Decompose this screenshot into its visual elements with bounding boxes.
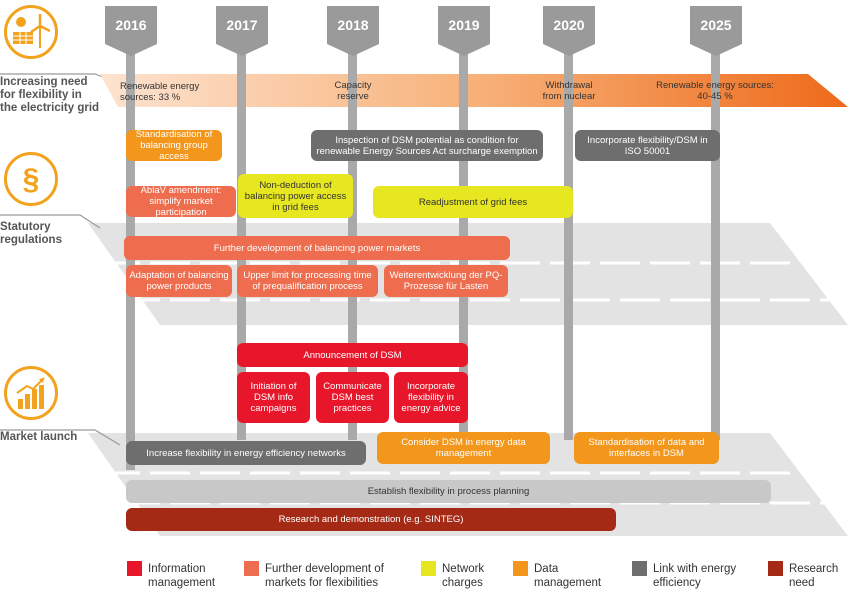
section-market-label: Market launch	[0, 431, 78, 443]
box-ablav: AblaV amendment: simplify market partici…	[126, 185, 236, 218]
box-initiation-dsm: Initiation of DSM info campaigns	[237, 372, 310, 423]
legend-label-research: Research need	[789, 563, 839, 589]
box-inspection-dsm: Inspection of DSM potential as condition…	[311, 130, 543, 161]
box-upper-limit: Upper limit for processing time of prequ…	[237, 265, 378, 297]
arrow-label-capacity-reserve: Capacity reserve	[334, 80, 372, 102]
year-2025-tip	[690, 44, 742, 56]
legend-swatch-data	[513, 561, 528, 576]
box-standardisation-data: Standardisation of data and interfaces i…	[574, 432, 719, 464]
box-further-dev-balancing: Further development of balancing power m…	[124, 236, 510, 260]
arrow-label-renewable-2016: Renewable energy sources: 33 %	[120, 81, 200, 103]
section-statutory-label: Statutory regulations	[0, 221, 62, 246]
legend-swatch-network	[421, 561, 436, 576]
box-weiterentwicklung: Weiterentwicklung der PQ-Prozesse für La…	[384, 265, 508, 297]
legend-swatch-research	[768, 561, 783, 576]
flexibility-arrow	[100, 74, 848, 107]
pole-2025	[711, 40, 720, 440]
legend-label-further-dev: Further development of markets for flexi…	[265, 563, 384, 589]
bar-chart-growth-icon	[4, 366, 58, 420]
year-2025: 2025	[690, 6, 742, 44]
legend-label-network: Network charges	[442, 563, 485, 589]
svg-text:§: §	[23, 163, 40, 196]
box-incorporate-advice: Incorporate flexibility in energy advice	[394, 372, 468, 423]
year-2019-tip	[438, 44, 490, 56]
box-readjustment: Readjustment of grid fees	[373, 186, 573, 218]
box-research-demo: Research and demonstration (e.g. SINTEG)	[126, 508, 616, 531]
box-establish-flex: Establish flexibility in process plannin…	[126, 480, 771, 503]
year-2017-tip	[216, 44, 268, 56]
box-announcement-dsm: Announcement of DSM	[237, 343, 468, 367]
legend-swatch-link	[632, 561, 647, 576]
box-standardisation-balancing: Standardisation of balancing group acces…	[126, 129, 222, 162]
year-2020-tip	[543, 44, 595, 56]
section-need-label: Increasing need for flexibility in the e…	[0, 76, 100, 114]
box-consider-dsm: Consider DSM in energy data management	[377, 432, 550, 464]
legend-swatch-further-dev	[244, 561, 259, 576]
year-2016: 2016	[105, 6, 157, 44]
box-communicate-dsm: Communicate DSM best practices	[316, 372, 389, 423]
year-2017: 2017	[216, 6, 268, 44]
legend-label-data: Data management	[534, 563, 602, 589]
legend-swatch-information	[127, 561, 142, 576]
legend-label-link: Link with energy efficiency	[653, 563, 737, 589]
year-2019: 2019	[438, 6, 490, 44]
solar-wind-icon	[4, 5, 58, 59]
box-increase-flex: Increase flexibility in energy efficienc…	[126, 441, 366, 465]
arrow-label-renewable-2025: Renewable energy sources: 40-45 %	[656, 80, 774, 102]
year-2018-tip	[327, 44, 379, 56]
legend-label-information: Information management	[148, 563, 216, 589]
arrow-label-withdrawal-nuclear: Withdrawal from nuclear	[542, 80, 596, 102]
box-adaptation-balancing: Adaptation of balancing power products	[126, 265, 232, 297]
year-2018: 2018	[327, 6, 379, 44]
paragraph-icon: §	[4, 152, 58, 206]
box-non-deduction: Non-deduction of balancing power access …	[238, 174, 353, 218]
pole-2020	[564, 40, 573, 440]
year-2016-tip	[105, 44, 157, 56]
year-2020: 2020	[543, 6, 595, 44]
box-incorporate-iso: Incorporate flexibility/DSM in ISO 50001	[575, 130, 720, 161]
